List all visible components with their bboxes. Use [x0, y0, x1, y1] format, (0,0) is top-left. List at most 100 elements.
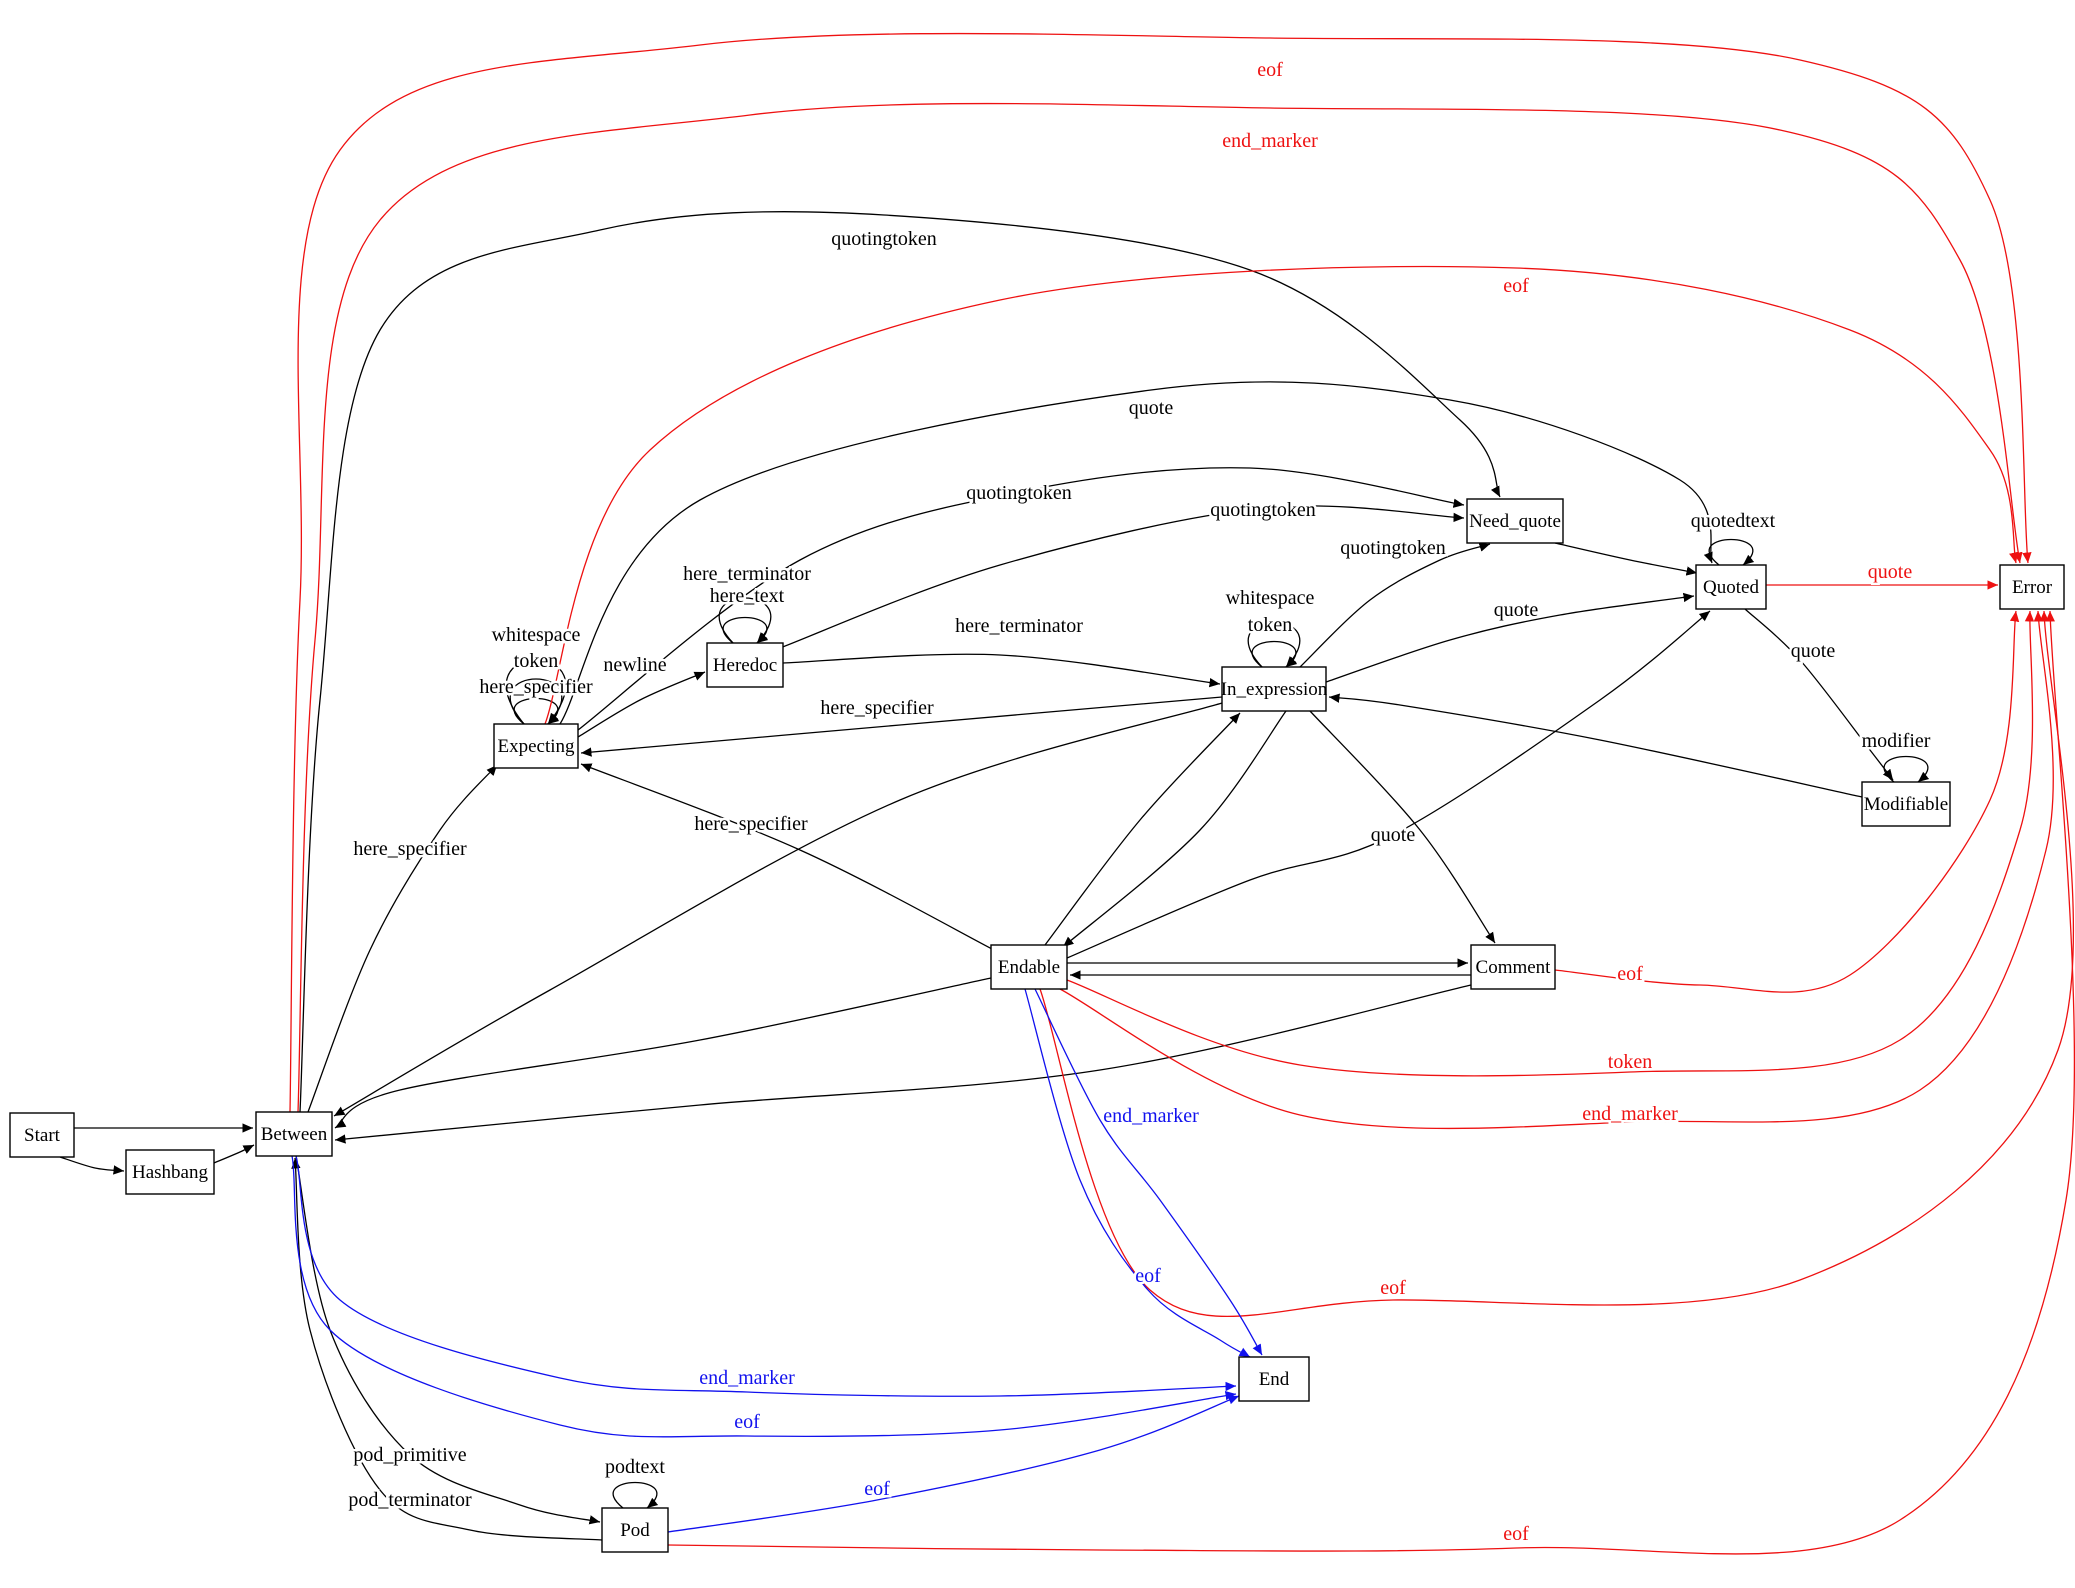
edge-hashbang-to-between [213, 1144, 255, 1164]
edge-quoted-to-modifiable-label: quote [1791, 640, 1836, 662]
node-between-label: Between [261, 1124, 328, 1145]
edge-between-to-expecting-label: here_specifier [353, 838, 467, 860]
node-start-label: Start [24, 1125, 61, 1146]
edge-pod-to-end-label: eof [864, 1478, 890, 1500]
node-endable: Endable [990, 944, 1068, 990]
edge-expecting-self-label: here_specifier [479, 676, 593, 698]
edge-between-to-end-label: end_marker [699, 1367, 795, 1389]
node-end-label: End [1259, 1369, 1290, 1390]
edge-endable-to-end [1034, 988, 1263, 1356]
edge-quoted-self [1708, 538, 1755, 566]
edge-between-to-end [291, 1155, 1237, 1438]
node-hashbang-label: Hashbang [132, 1162, 208, 1183]
edge-endable-to-quoted [1066, 610, 1711, 959]
edge-expecting-to-heredoc-label: newline [603, 654, 666, 676]
node-need_quote: Need_quote [1466, 498, 1564, 544]
edge-in_expression-to-quoted [1325, 592, 1695, 683]
edge-need_quote-to-quoted [1554, 542, 1698, 576]
edge-in_expression-self [1247, 621, 1301, 668]
node-end: End [1238, 1356, 1310, 1402]
node-pod-label: Pod [620, 1520, 650, 1541]
edge-between-to-expecting [307, 764, 498, 1113]
edge-expecting-to-quoted-label: quote [1129, 397, 1174, 419]
edge-endable-to-error-label: eof [1380, 1277, 1406, 1299]
edge-in_expression-to-endable [1062, 710, 1287, 948]
edge-endable-to-quoted-label: quote [1371, 824, 1416, 846]
node-heredoc: Heredoc [706, 642, 784, 688]
edge-between-to-need_quote-label: quotingtoken [831, 228, 937, 250]
edge-heredoc-to-in_expression-label: here_terminator [955, 615, 1083, 637]
edge-endable-to-error-label: end_marker [1582, 1103, 1678, 1125]
edge-heredoc-self [718, 597, 772, 644]
node-in_expression-label: In_expression [1221, 679, 1328, 700]
node-start: Start [9, 1112, 75, 1158]
edge-expecting-self [509, 678, 563, 725]
edge-endable-to-error [1066, 610, 2035, 1077]
edge-between-to-need_quote [299, 211, 1501, 1113]
edge-between-to-error [289, 32, 2032, 1113]
edge-expecting-to-heredoc [577, 671, 706, 738]
edge-pod-to-between-label: pod_terminator [348, 1489, 472, 1511]
edge-in_expression-to-expecting [580, 696, 1223, 757]
edge-between-to-end-label: eof [734, 1411, 760, 1433]
node-expecting-label: Expecting [497, 736, 575, 757]
node-comment-label: Comment [1476, 957, 1552, 978]
edge-between-to-pod-label: pod_primitive [353, 1444, 466, 1466]
node-quoted-label: Quoted [1703, 577, 1759, 598]
edge-expecting-self-label: token [514, 650, 558, 672]
edge-heredoc-to-in_expression [782, 653, 1221, 688]
edge-endable-to-error [1059, 610, 2054, 1130]
edges-layer [59, 32, 2075, 1555]
node-endable-label: Endable [998, 957, 1060, 978]
node-modifiable-label: Modifiable [1864, 794, 1948, 815]
edge-comment-to-error-label: eof [1617, 963, 1643, 985]
edge-endable-to-error-label: token [1608, 1051, 1652, 1073]
edge-in_expression-self [1251, 640, 1298, 668]
edge-quoted-self-label: quotedtext [1691, 510, 1776, 532]
edge-in_expression-to-need_quote-label: quotingtoken [1340, 537, 1446, 559]
edge-in_expression-to-expecting-label: here_specifier [820, 697, 934, 719]
node-in_expression: In_expression [1221, 666, 1328, 712]
edge-in_expression-to-between [333, 702, 1223, 1117]
edge-between-to-pod [295, 1155, 601, 1525]
edge-heredoc-self-label: here_terminator [683, 563, 811, 585]
edge-pod-self [612, 1481, 659, 1509]
node-expecting: Expecting [493, 723, 579, 769]
edge-in_expression-to-need_quote [1299, 542, 1491, 668]
edge-expecting-to-need_quote-label: quotingtoken [966, 482, 1072, 504]
edge-modifiable-self-label: modifier [1862, 730, 1931, 752]
edge-modifiable-to-in_expression [1328, 693, 1863, 798]
edge-between-to-end [295, 1155, 1237, 1397]
edge-heredoc-to-need_quote [779, 505, 1465, 649]
node-error-label: Error [2012, 577, 2053, 598]
edge-labels-layer: here_specifier whitespace token here_specif… [346, 57, 1933, 1548]
edge-expecting-self [505, 658, 567, 725]
edge-endable-to-end-label: eof [1135, 1265, 1161, 1287]
edge-expecting-to-need_quote [577, 467, 1465, 731]
edge-endable-to-in_expression [1044, 712, 1241, 946]
edge-in_expression-to-quoted-label: quote [1494, 599, 1539, 621]
edge-in_expression-to-comment [1309, 710, 1496, 944]
node-comment: Comment [1470, 944, 1556, 990]
edge-endable-to-end [1024, 988, 1251, 1358]
node-between: Between [255, 1111, 333, 1157]
edge-comment-to-error [1554, 610, 2020, 993]
edge-heredoc-self-label: here_text [710, 585, 785, 607]
node-modifiable: Modifiable [1861, 781, 1951, 827]
edge-between-to-error-label: eof [1257, 59, 1283, 81]
edge-pod-self-label: podtext [605, 1456, 665, 1478]
node-error: Error [1999, 564, 2065, 610]
edge-heredoc-to-need_quote-label: quotingtoken [1210, 499, 1316, 521]
edge-endable-to-expecting-label: here_specifier [694, 813, 808, 835]
edge-endable-to-expecting [580, 763, 995, 951]
edge-expecting-self-label: whitespace [492, 624, 581, 646]
edge-endable-to-end-label: end_marker [1103, 1105, 1199, 1127]
edge-expecting-self [513, 697, 560, 725]
edge-heredoc-self [722, 616, 769, 644]
edge-quoted-to-modifiable [1744, 608, 1894, 781]
edge-comment-to-between [334, 984, 1472, 1144]
edge-in_expression-self-label: token [1248, 614, 1292, 636]
